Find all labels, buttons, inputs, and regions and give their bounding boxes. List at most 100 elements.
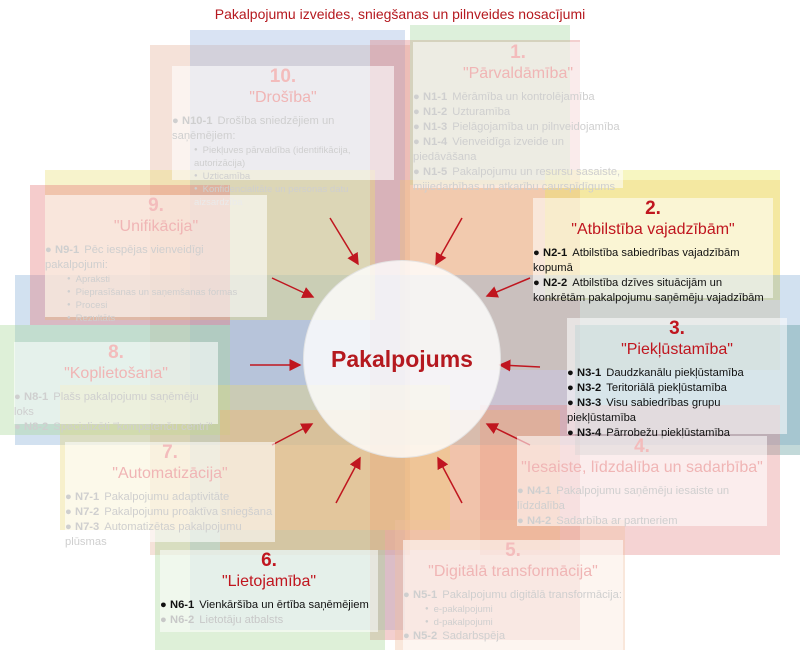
requirement-code: N1-3 [423, 121, 448, 133]
requirement-subitem: d-pakalpojumi [403, 616, 623, 629]
section-3-number: 3. [669, 318, 685, 339]
bullet-icon: ● [65, 491, 72, 503]
requirement-text: Teritoriālā piekļūstamība [606, 382, 727, 394]
requirement-subitem: Rezultāts [45, 312, 267, 325]
requirement-code: N3-1 [577, 367, 602, 379]
section-2-number: 2. [645, 198, 661, 219]
requirement-code: N7-2 [75, 506, 100, 518]
arrow-from-6 [335, 456, 361, 504]
arrow-from-10 [329, 217, 359, 266]
requirement-text: Pakalpojumu saņēmēju iesaiste un līdzdal… [517, 485, 730, 512]
center-label: Pakalpojums [331, 345, 473, 372]
requirement-code: N1-2 [423, 106, 448, 118]
requirement-code: N1-1 [423, 91, 448, 103]
requirement-text: Plašs pakalpojumu saņēmēju loks [14, 391, 199, 418]
bullet-icon: ● [403, 589, 410, 601]
section-1-number: 1. [510, 42, 526, 63]
requirement-item: ●N3-1 Daudzkanālu piekļūstamība [567, 366, 787, 381]
bullet-icon: ● [14, 421, 21, 433]
bullet-icon: ● [403, 630, 410, 642]
requirement-text: Drošība sniedzējiem un saņēmējiem: [172, 115, 335, 142]
requirement-code: N1-4 [423, 136, 448, 148]
bullet-icon: ● [45, 244, 52, 256]
arrow-from-5 [437, 456, 463, 504]
section-9-name: "Unifikācija" [113, 218, 199, 235]
section-3-name: "Piekļūstamība" [621, 341, 733, 358]
center-circle: Pakalpojums [303, 260, 501, 458]
requirement-text: Pēc iespējas vienveidīgi pakalpojumi: [45, 244, 204, 271]
bullet-icon: ● [160, 599, 167, 611]
arrow-from-3 [498, 359, 541, 372]
requirement-code: N2-2 [543, 277, 568, 289]
section-7-number: 7. [162, 442, 178, 463]
bullet-icon: ● [567, 397, 574, 409]
arrow-from-2 [485, 277, 531, 298]
bullet-icon: ● [413, 121, 420, 133]
requirement-item: ●N7-2 Pakalpojumu proaktīva sniegšana [65, 505, 275, 520]
requirement-text: Pielāgojamība un pilnveidojamība [452, 121, 620, 133]
bullet-icon: ● [14, 391, 21, 403]
section-4-panel: 4."Iesaiste, līdzdalība un sadarbība"●N4… [517, 436, 767, 527]
bullet-icon: ● [413, 166, 420, 178]
requirement-code: N5-2 [413, 630, 438, 642]
section-9-number: 9. [148, 195, 164, 216]
section-8-number: 8. [108, 342, 124, 363]
requirement-text: Pakalpojumu adaptivitāte [104, 491, 230, 503]
bullet-icon: ● [160, 614, 167, 626]
requirement-item: ●N1-1 Mērāmība un kontrolējamība [413, 90, 623, 105]
requirement-code: N9-1 [55, 244, 80, 256]
requirement-text: Specializēti "kompetenču centri" [53, 421, 213, 433]
bullet-icon: ● [172, 115, 179, 127]
requirement-text: Pakalpojumu proaktīva sniegšana [104, 506, 273, 518]
requirement-code: N4-2 [527, 515, 552, 527]
requirement-code: N10-1 [182, 115, 213, 127]
requirement-subitem: Procesi [45, 299, 267, 312]
requirement-code: N7-3 [75, 521, 100, 533]
section-6-name: "Lietojamība" [221, 573, 317, 590]
bullet-icon: ● [567, 382, 574, 394]
bullet-icon: ● [567, 367, 574, 379]
section-6-number: 6. [261, 550, 277, 571]
requirement-text: Mērāmība un kontrolējamība [452, 91, 595, 103]
requirement-code: N3-3 [577, 397, 602, 409]
requirement-code: N2-1 [543, 247, 568, 259]
requirement-code: N8-2 [24, 421, 49, 433]
arrow-from-1 [435, 217, 463, 266]
requirement-item: ●N1-3 Pielāgojamība un pilnveidojamība [413, 120, 623, 135]
requirement-code: N6-2 [170, 614, 195, 626]
bullet-icon: ● [413, 91, 420, 103]
section-8-name: "Koplietošana" [64, 365, 168, 382]
section-2-name: "Atbilstība vajadzībām" [571, 221, 735, 238]
requirement-item: ●N6-2 Lietotāju atbalsts [160, 613, 378, 628]
requirement-subitem: Pieprasīšanas un saņemšanas formas [45, 286, 267, 299]
section-4-name: "Iesaiste, līdzdalība un sadarbība" [521, 459, 763, 476]
section-10-name: "Drošība" [249, 89, 317, 106]
requirement-text: Sadarbība ar partneriem [556, 515, 678, 527]
bullet-icon: ● [413, 136, 420, 148]
requirement-text: Pakalpojumu digitālā transformācija: [442, 589, 622, 601]
section-10-number: 10. [269, 66, 297, 87]
requirement-text: Lietotāju atbalsts [199, 614, 284, 626]
requirement-text: Automatizētas pakalpojumu plūsmas [65, 521, 242, 548]
bullet-icon: ● [413, 106, 420, 118]
bullet-icon: ● [65, 506, 72, 518]
requirement-text: Daudzkanālu piekļūstamība [606, 367, 744, 379]
